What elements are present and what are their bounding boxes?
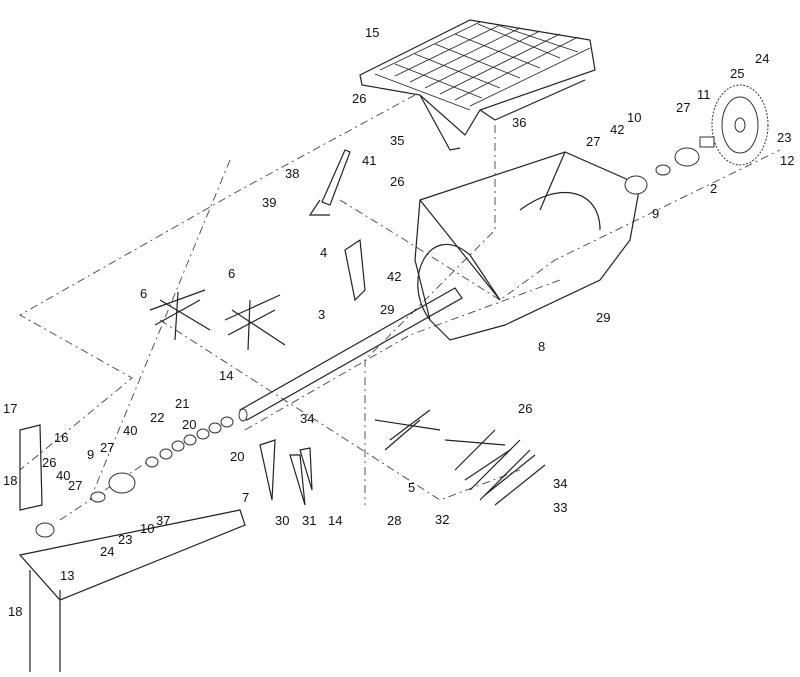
callout-12: 12 [780,153,794,168]
callout-39: 39 [262,195,276,210]
callout-30: 30 [275,513,289,528]
callout-32: 32 [435,512,449,527]
callout-22: 22 [150,410,164,425]
callout-15: 15 [365,25,379,40]
callout-35: 35 [390,133,404,148]
callout-20: 20 [230,449,244,464]
callout-33: 33 [553,500,567,515]
callout-5: 5 [408,480,415,495]
callout-23: 23 [118,532,132,547]
callout-21: 21 [175,396,189,411]
callout-18: 18 [3,473,17,488]
main-shaft [238,287,463,422]
callout-42: 42 [387,269,401,284]
callout-7: 7 [242,490,249,505]
right-bearings [624,136,715,195]
callout-41: 41 [362,153,376,168]
callout-11: 11 [697,87,711,102]
callout-6: 6 [140,286,147,301]
callout-24: 24 [755,51,769,66]
callout-10: 10 [627,110,641,125]
hopper-body [414,151,641,341]
callout-34: 34 [553,476,567,491]
paddle-strips [469,439,546,506]
guard-grate [359,19,596,151]
callout-20: 20 [182,417,196,432]
callout-27: 27 [586,134,600,149]
callout-3: 3 [318,307,325,322]
callout-18: 18 [8,604,22,619]
callout-38: 38 [285,166,299,181]
callout-26: 26 [390,174,404,189]
agitator-arms-left [149,289,286,351]
callout-2: 2 [710,181,717,196]
drive-gear [711,84,769,166]
agitator-arms-right [374,409,511,481]
callout-40: 40 [56,468,70,483]
callout-23: 23 [777,130,791,145]
callout-27: 27 [676,100,690,115]
callout-26: 26 [42,455,56,470]
callout-26: 26 [352,91,366,106]
callout-28: 28 [387,513,401,528]
callout-6: 6 [228,266,235,281]
callout-9: 9 [652,206,659,221]
callout-29: 29 [380,302,394,317]
callout-10: 10 [140,521,154,536]
callout-27: 27 [68,478,82,493]
assembly-guide-lines [19,94,781,521]
callout-31: 31 [302,513,316,528]
callout-4: 4 [320,245,327,260]
support-strut [308,149,351,216]
callout-16: 16 [54,430,68,445]
callout-13: 13 [60,568,74,583]
mount-brackets [259,238,366,506]
callout-27: 27 [100,440,114,455]
callout-36: 36 [512,115,526,130]
callout-9: 9 [87,447,94,462]
callout-14: 14 [219,368,233,383]
callout-24: 24 [100,544,114,559]
callout-25: 25 [730,66,744,81]
callout-40: 40 [123,423,137,438]
callout-42: 42 [610,122,624,137]
callout-29: 29 [596,310,610,325]
callout-14: 14 [328,513,342,528]
callout-8: 8 [538,339,545,354]
callout-34: 34 [300,411,314,426]
left-bearings [35,416,234,538]
frame-tube [18,424,246,672]
callout-37: 37 [156,513,170,528]
callout-labels: 1526353641383924252711234210122729264422… [3,25,794,619]
callout-17: 17 [3,401,17,416]
callout-26: 26 [518,401,532,416]
